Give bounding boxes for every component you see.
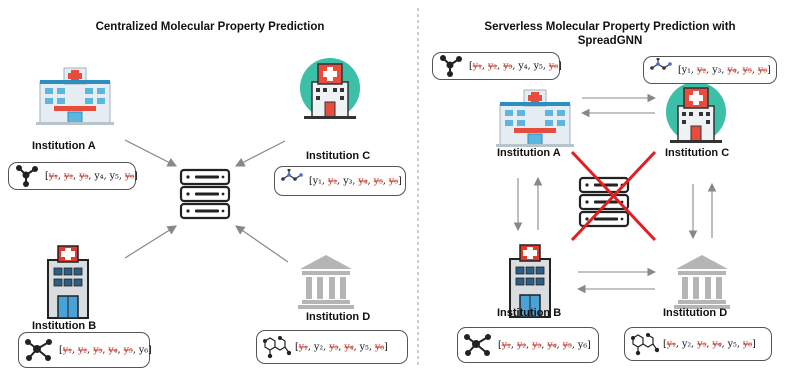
right-institution-b-label: Institution B xyxy=(497,307,562,319)
label-entry: y₄ xyxy=(108,344,118,356)
molecule-icon xyxy=(281,169,304,182)
label-vector: [y₁, y₂, y₃, y₄, y₅, y₆] xyxy=(678,64,771,76)
label-entry: y₅ xyxy=(109,170,119,182)
institution-a-hospital-icon xyxy=(35,67,115,126)
label-entry: y₄ xyxy=(547,339,557,351)
label-entry: y₃ xyxy=(503,60,513,72)
label-entry: y₄ xyxy=(344,341,354,353)
label-entry: y₁ xyxy=(472,60,482,72)
label-entry: y₄ xyxy=(358,175,368,187)
label-vector: [y₁, y₂, y₃, y₄, y₅, y₆] xyxy=(309,175,402,187)
right-institution-d-label: Institution D xyxy=(663,307,728,319)
label-entry: y₆ xyxy=(757,64,768,76)
label-entry: y₂ xyxy=(487,60,498,72)
label-entry: y₁ xyxy=(501,339,511,351)
label-entry: y₁ xyxy=(62,344,72,356)
label-entry: y₂ xyxy=(327,175,338,187)
left-label-box-d: [y₁, y₂, y₃, y₄, y₅, y₆] xyxy=(256,330,408,364)
label-entry: y₆ xyxy=(138,344,149,356)
molecule-icon xyxy=(631,333,659,356)
molecule-icon xyxy=(15,164,39,188)
right-arrows xyxy=(513,93,717,294)
left-panel-title: Centralized Molecular Property Predictio… xyxy=(95,21,325,33)
left-label-box-a: [y₁, y₂, y₃, y₄, y₅, y₆] xyxy=(8,162,138,190)
label-entry: y₁ xyxy=(681,64,691,76)
right-label-box-a: [y₁, y₂, y₃, y₄, y₅, y₆] xyxy=(432,52,562,80)
left-institution-a-label: Institution A xyxy=(32,140,96,152)
right-label-box-c: [y₁, y₂, y₃, y₄, y₅, y₆] xyxy=(643,56,777,84)
right-label-box-b: [y₁, y₂, y₃, y₄, y₅, y₆] xyxy=(457,327,599,363)
label-entry: y₃ xyxy=(697,338,707,350)
institution-d-museum-icon xyxy=(298,255,354,309)
label-entry: y₆ xyxy=(577,339,588,351)
right-title-line2: SpreadGNN xyxy=(577,35,643,47)
left-institution-b-label: Institution B xyxy=(32,320,97,332)
red-x-icon xyxy=(570,150,657,242)
right-institution-a-label: Institution A xyxy=(497,147,561,159)
label-entry: y₄ xyxy=(94,170,104,182)
label-entry: y₂ xyxy=(516,339,527,351)
label-entry: y₃ xyxy=(712,64,722,76)
label-entry: y₅ xyxy=(727,338,737,350)
label-entry: y₅ xyxy=(533,60,543,72)
label-entry: y₁ xyxy=(312,175,322,187)
label-entry: y₁ xyxy=(666,338,676,350)
label-entry: y₁ xyxy=(298,341,308,353)
label-entry: y₅ xyxy=(373,175,383,187)
label-entry: y₂ xyxy=(63,170,74,182)
label-entry: y₆ xyxy=(548,60,559,72)
label-entry: y₃ xyxy=(93,344,103,356)
institution-b-building-icon xyxy=(47,245,89,319)
right-institution-c-label: Institution C xyxy=(665,147,730,159)
label-entry: y₄ xyxy=(727,64,737,76)
label-vector: [y₁, y₂, y₃, y₄, y₅, y₆] xyxy=(663,338,756,350)
label-entry: y₄ xyxy=(518,60,528,72)
label-entry: y₂ xyxy=(313,341,324,353)
institution-c-clinic-icon-right xyxy=(665,81,727,144)
label-vector: [y₁, y₂, y₃, y₄, y₅, y₆] xyxy=(45,170,138,182)
institution-a-hospital-icon-right xyxy=(495,89,575,148)
right-panel-title: Serverless Molecular Property Prediction… xyxy=(460,20,760,48)
label-vector: [y₁, y₂, y₃, y₄, y₅, y₆] xyxy=(469,60,562,72)
left-label-box-c: [y₁, y₂, y₃, y₄, y₅, y₆] xyxy=(274,166,406,196)
molecule-icon xyxy=(650,58,673,71)
label-entry: y₁ xyxy=(48,170,58,182)
molecule-icon xyxy=(464,333,492,357)
label-entry: y₅ xyxy=(562,339,572,351)
label-entry: y₆ xyxy=(388,175,399,187)
molecule-icon xyxy=(439,54,463,78)
left-institution-c-label: Institution C xyxy=(306,150,371,162)
left-institution-d-label: Institution D xyxy=(306,311,371,323)
label-entry: y₃ xyxy=(343,175,353,187)
label-entry: y₃ xyxy=(79,170,89,182)
label-entry: y₂ xyxy=(696,64,707,76)
institution-c-clinic-icon xyxy=(299,57,361,120)
label-entry: y₃ xyxy=(532,339,542,351)
central-server-icon xyxy=(179,168,231,220)
left-arrows xyxy=(124,139,289,263)
molecule-icon xyxy=(263,336,291,359)
label-vector: [y₁, y₂, y₃, y₄, y₅, y₆] xyxy=(498,339,591,351)
label-entry: y₃ xyxy=(329,341,339,353)
institution-d-museum-icon-right xyxy=(674,255,730,309)
left-label-box-b: [y₁, y₂, y₃, y₄, y₅, y₆] xyxy=(18,332,152,368)
label-entry: y₅ xyxy=(359,341,369,353)
label-entry: y₅ xyxy=(123,344,133,356)
label-entry: y₂ xyxy=(77,344,88,356)
label-entry: y₆ xyxy=(124,170,135,182)
label-entry: y₅ xyxy=(742,64,752,76)
right-title-line1: Serverless Molecular Property Prediction… xyxy=(484,21,736,33)
label-entry: y₆ xyxy=(742,338,753,350)
right-label-box-d: [y₁, y₂, y₃, y₄, y₅, y₆] xyxy=(624,327,772,361)
molecule-icon xyxy=(25,338,53,362)
label-entry: y₂ xyxy=(681,338,692,350)
label-entry: y₄ xyxy=(712,338,722,350)
label-entry: y₆ xyxy=(374,341,385,353)
label-vector: [y₁, y₂, y₃, y₄, y₅, y₆] xyxy=(295,341,388,353)
label-vector: [y₁, y₂, y₃, y₄, y₅, y₆] xyxy=(59,344,152,356)
